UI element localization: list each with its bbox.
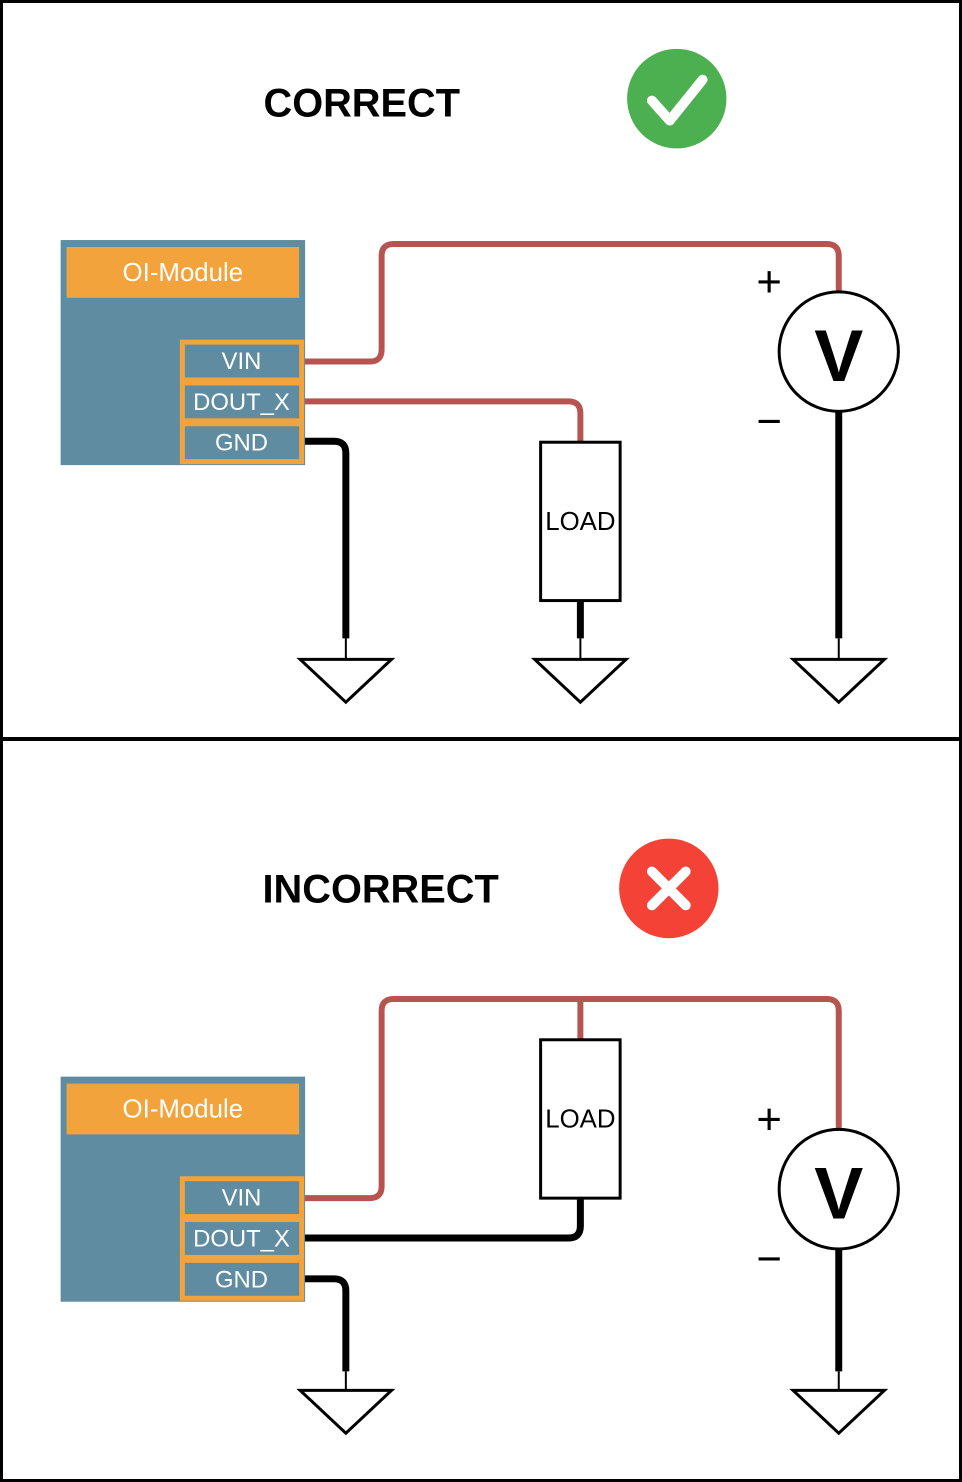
pin-dout-x: [184, 1222, 300, 1255]
wire-gnd-to-ground: [303, 437, 350, 639]
voltmeter-label: V: [814, 314, 863, 397]
plus-sign: +: [756, 257, 782, 306]
oi-module-block: OI-Module VIN DOUT_X GND: [60, 240, 306, 466]
voltmeter: V + −: [756, 1095, 900, 1283]
pin-label-vin: VIN: [222, 1185, 262, 1212]
wire-vin-to-voltmeter: [303, 241, 842, 365]
success-icon: [627, 48, 727, 149]
load-label: LOAD: [545, 1105, 615, 1133]
module-header: [66, 247, 300, 298]
ground-symbol: [789, 1388, 889, 1436]
cross-icon: [646, 866, 691, 911]
ground-symbol: [296, 1388, 396, 1436]
ground-symbol: [530, 657, 630, 705]
voltmeter-label: V: [814, 1152, 863, 1235]
wire-dout-to-load: [303, 398, 584, 443]
wire-load-to-dout: [303, 1198, 584, 1242]
panel-incorrect: INCORRECT OI-Module VIN DOUT_X GND: [60, 838, 900, 1436]
load-box: [539, 440, 622, 603]
plus-sign: +: [756, 1095, 782, 1144]
minus-sign: −: [756, 1234, 782, 1283]
pin-gnd: [184, 1262, 300, 1296]
pin-label-dout-x: DOUT_X: [193, 1225, 290, 1252]
panel-title: CORRECT: [264, 82, 460, 126]
pin-dout-x: [184, 385, 300, 419]
module-title: OI-Module: [123, 1095, 244, 1123]
pin-vin: [184, 344, 300, 378]
pin-label-vin: VIN: [222, 348, 262, 375]
panel-title: INCORRECT: [263, 867, 499, 911]
check-icon: [646, 74, 708, 126]
error-icon: [619, 838, 719, 939]
wire-vin-bus-to-voltmeter: [303, 995, 842, 1202]
oi-module-block: OI-Module VIN DOUT_X GND: [60, 1076, 306, 1302]
load-label: LOAD: [545, 508, 615, 536]
pin-label-gnd: GND: [215, 430, 268, 457]
pin-gnd: [184, 426, 300, 460]
voltmeter: V + −: [756, 257, 900, 446]
minus-sign: −: [756, 397, 782, 446]
voltmeter-circle: [777, 1127, 900, 1251]
load-box: [539, 1038, 622, 1200]
pin-vin: [184, 1181, 300, 1215]
load-block: LOAD: [539, 440, 622, 603]
ground-symbol: [789, 657, 889, 705]
module-header: [66, 1083, 300, 1135]
voltmeter-circle: [777, 290, 900, 413]
pin-label-dout-x: DOUT_X: [193, 389, 290, 416]
wire-gnd-to-ground: [303, 1275, 350, 1372]
module-title: OI-Module: [123, 259, 244, 287]
ground-symbol: [296, 657, 396, 705]
pin-label-gnd: GND: [215, 1266, 268, 1293]
panel-correct: CORRECT OI-Module VIN DOUT_X: [3, 48, 959, 741]
success-circle: [627, 48, 727, 149]
load-block: LOAD: [539, 1038, 622, 1200]
